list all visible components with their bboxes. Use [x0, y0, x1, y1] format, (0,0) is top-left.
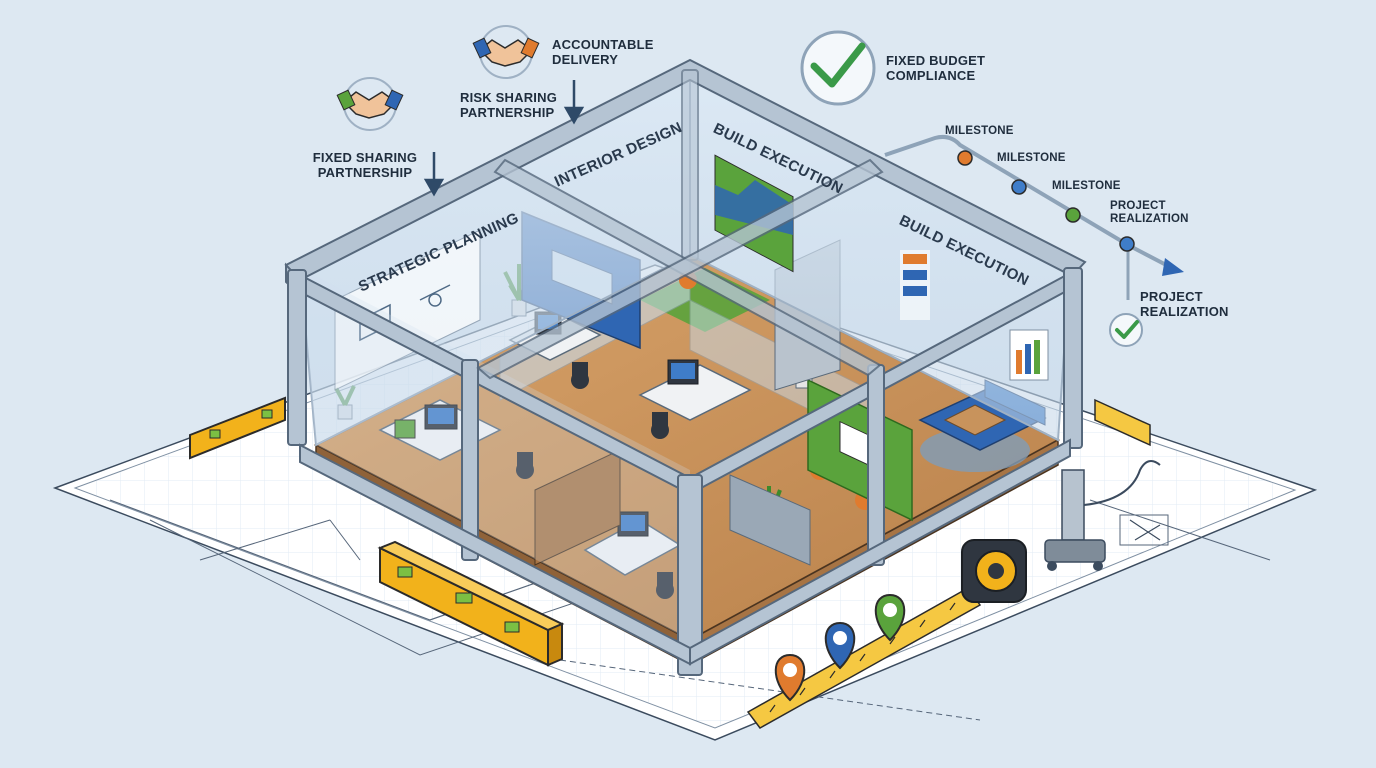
handshake-icon — [336, 77, 404, 131]
label-fixed-sharing: FIXED SHARING PARTNERSHIP — [312, 150, 418, 180]
spirit-level-icon — [189, 396, 286, 460]
label-line: RISK SHARING — [460, 90, 558, 105]
label-risk-sharing: RISK SHARING PARTNERSHIP — [460, 90, 557, 120]
project-realization-label-1: PROJECT REALIZATION — [1110, 200, 1189, 226]
label-line: DELIVERY — [552, 52, 619, 67]
label-fixed-budget: FIXED BUDGET COMPLIANCE — [886, 53, 985, 83]
spirit-level-icon — [377, 540, 565, 667]
milestone-dot-icon — [1119, 236, 1135, 252]
building-frame — [284, 58, 1087, 676]
label-accountable-delivery: ACCOUNTABLE DELIVERY — [552, 37, 654, 67]
check-circle-icon — [1109, 313, 1143, 347]
milestone-label-1: MILESTONE — [945, 125, 1014, 137]
label-line: ACCOUNTABLE — [552, 37, 654, 52]
milestone-dot-icon — [1065, 207, 1081, 223]
label-line: REALIZATION — [1140, 304, 1229, 319]
partition-wood — [534, 449, 621, 566]
milestone-dot-icon — [957, 150, 973, 166]
label-line: COMPLIANCE — [886, 68, 976, 83]
project-realization-label-2: PROJECT REALIZATION — [1140, 289, 1229, 319]
tape-measure-icon — [1094, 398, 1151, 447]
label-line: REALIZATION — [1110, 213, 1189, 225]
chair — [516, 452, 534, 479]
label-line: FIXED BUDGET — [886, 53, 986, 68]
milestone-label-3: MILESTONE — [1052, 180, 1121, 192]
chair — [651, 412, 669, 439]
survey-tripod-icon — [1044, 460, 1161, 571]
label-line: PARTNERSHIP — [317, 165, 413, 180]
tape-measure-icon — [746, 539, 1027, 729]
handshake-icon — [472, 25, 540, 79]
chair — [571, 362, 589, 389]
down-arrow-icon — [563, 80, 585, 125]
label-line: PROJECT — [1110, 200, 1166, 212]
chair — [656, 572, 674, 599]
label-line: PARTNERSHIP — [460, 105, 555, 120]
label-line: PROJECT — [1140, 289, 1203, 304]
down-arrow-icon — [423, 152, 445, 197]
front-wall-left — [300, 268, 690, 640]
check-circle-icon — [800, 30, 876, 106]
desk-cluster — [638, 359, 752, 421]
map-pin-icon — [874, 593, 906, 642]
milestone-label-2: MILESTONE — [997, 152, 1066, 164]
milestone-timeline — [884, 134, 1184, 300]
map-pin-icon — [824, 621, 856, 670]
map-pin-icon — [774, 653, 806, 702]
milestone-dot-icon — [1011, 179, 1027, 195]
label-line: FIXED SHARING — [312, 150, 418, 165]
